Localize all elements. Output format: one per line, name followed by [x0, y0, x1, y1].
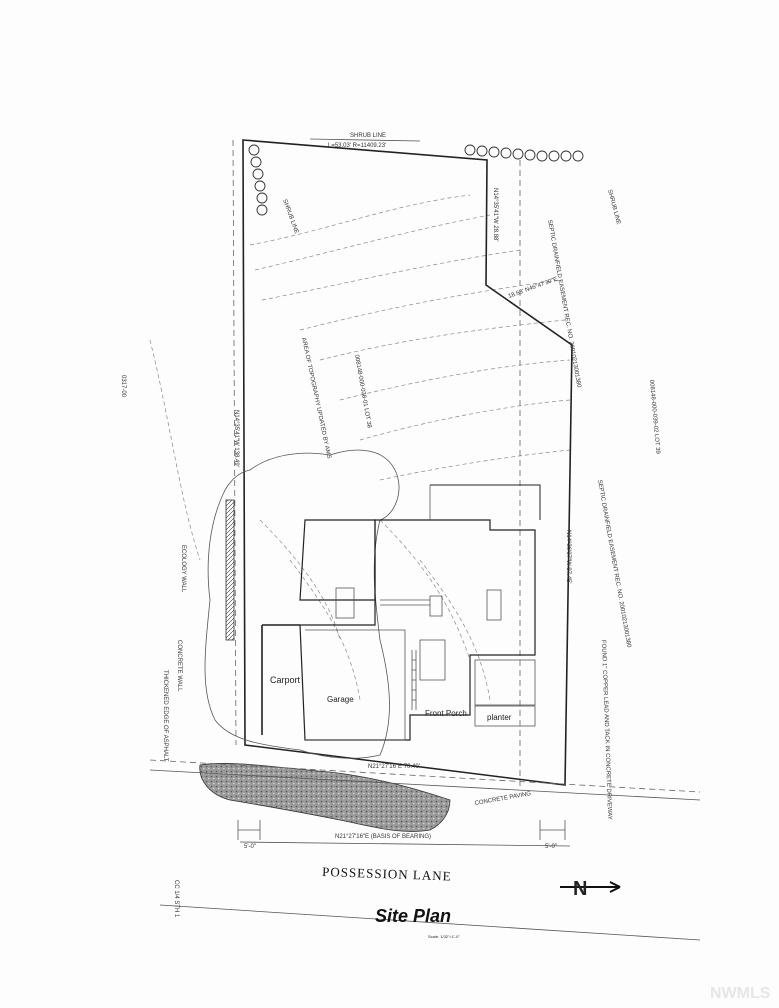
basis-label: N21°27'16"E (BASIS OF BEARING)	[335, 834, 431, 840]
drawing-scale: Scale: 1/32"=1'-0"	[428, 934, 460, 939]
east-line-label: N14°36'07"W 97.45'	[565, 530, 571, 584]
setback-right-dim	[539, 820, 566, 840]
shrub-area	[199, 763, 451, 832]
bearing-2-label: 18.63' N46°47'30"E	[508, 277, 559, 300]
ecology-wall-label: ECOLOGY WALL	[180, 545, 186, 593]
setback-left-dim	[237, 820, 261, 840]
left-edge-label: 0317-00	[120, 375, 126, 398]
property-boundary	[242, 139, 573, 786]
ecology-wall	[225, 499, 235, 641]
south-line-label: N21°27'16"E 70.40'	[368, 764, 420, 770]
concrete-wall-label: CONCRETE WALL	[176, 640, 182, 692]
north-arrow-icon	[560, 881, 621, 893]
carport-label: Carport	[270, 675, 301, 685]
shrub-line-trees	[248, 144, 584, 216]
concrete-paving-label: CONCRETE PAVING	[474, 791, 532, 807]
shrub-line-top-label: SHRUB LINE	[350, 133, 386, 139]
septic-1-label: SEPTIC DRAINFIELD EASEMENT REC. NO. 2001…	[546, 219, 582, 388]
found-label: FOUND 1" COPPER LEAD AND TACK IN CONCRET…	[600, 640, 612, 820]
west-line-label: N14°35'41"W 138.49'	[233, 410, 239, 467]
drawing-title: Site Plan	[375, 906, 451, 926]
road-name: POSSESSION LANE	[322, 864, 452, 884]
corner-text: CC 1/4 STH 1	[173, 880, 179, 918]
shrub-line-left-label: SHRUB LINE	[281, 199, 299, 235]
topography-contours	[149, 194, 571, 701]
road-edge-3	[159, 904, 701, 941]
setback-left-label: 5'-0"	[244, 844, 256, 850]
svg-text:NWMLS: NWMLS	[710, 985, 771, 1002]
garage-outline	[305, 629, 406, 741]
septic-2-label: SEPTIC DRAINFIELD EASEMENT REC. NO. 2001…	[596, 479, 632, 648]
watermark: NWMLS	[710, 985, 771, 1002]
thickened-edge-label: THICKENED EDGE OF ASPHALT	[162, 670, 168, 762]
setback-right-label: 5'-0"	[545, 844, 557, 850]
basis-line	[239, 841, 571, 847]
shrub-line-arrow	[309, 138, 421, 142]
planter-label: planter	[487, 713, 512, 722]
road-edge-1	[149, 769, 701, 801]
road-edge-2	[149, 759, 701, 793]
lot-right-label: 008148-000-039-02 LOT 39	[648, 380, 661, 455]
shrub-line-right-label: SHRUB LINE	[606, 189, 621, 225]
vegetation-outline	[204, 449, 400, 759]
garage-label: Garage	[327, 695, 354, 704]
north-letter: N	[573, 878, 587, 900]
lot-left-label: 008148-000-038-01 LOT 38	[353, 354, 372, 429]
front-porch-label: Front Porch	[425, 709, 467, 718]
arc-label: L=53.03' R=11409.23'	[328, 143, 386, 149]
area-topo-label: AREA OF TOPOGRAPHY UPDATED BY AMS	[300, 337, 332, 459]
bearing-1-label: N14°35'41"W 28.88'	[492, 188, 498, 242]
easement-line-2	[232, 139, 237, 746]
carport-outline	[261, 624, 300, 735]
